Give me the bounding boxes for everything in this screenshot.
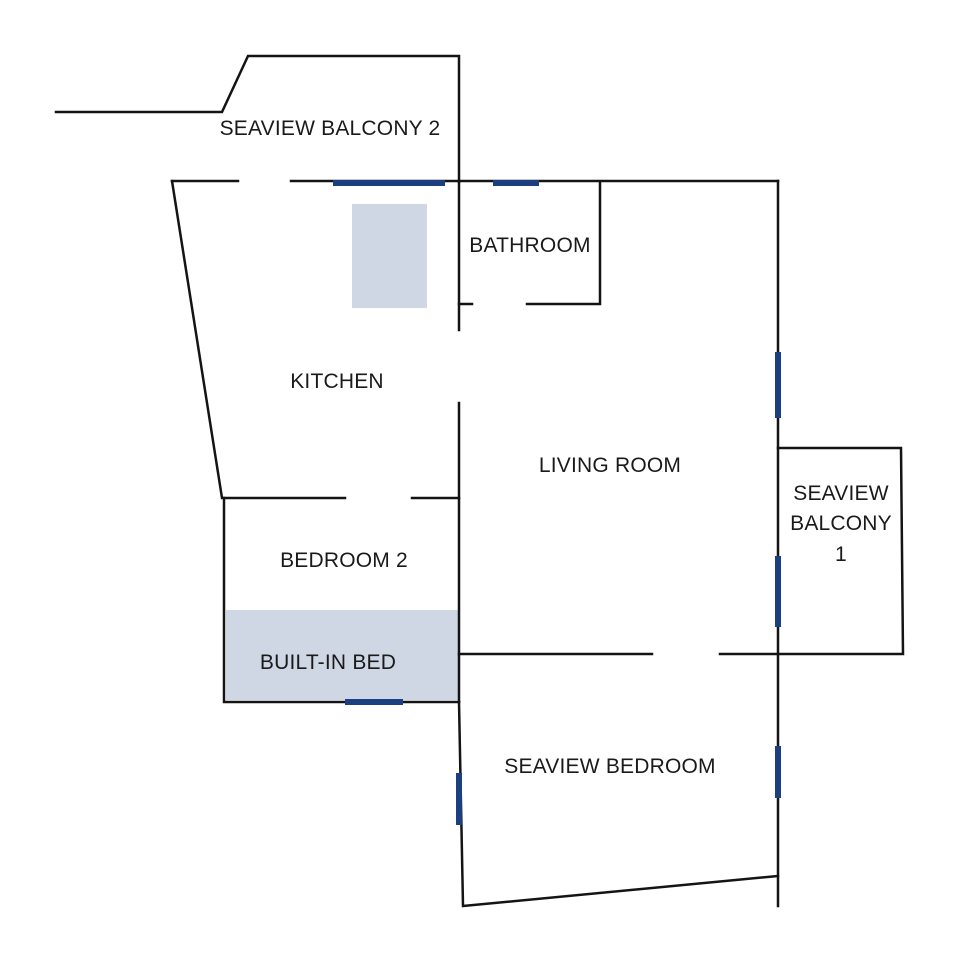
- room-label-bedroom-2: BEDROOM 2: [280, 549, 408, 572]
- wall-segment: [525, 180, 602, 306]
- wall-segment: [776, 446, 905, 656]
- room-label-living-room: LIVING ROOM: [539, 454, 681, 477]
- fixtures-layer: [226, 204, 458, 700]
- wall-segment: [457, 700, 780, 908]
- wall-segment: [54, 54, 461, 184]
- wall-segment: [170, 179, 224, 500]
- room-label-seaview-bedroom: SEAVIEW BEDROOM: [504, 755, 715, 778]
- room-label-seaview-balcony-2: SEAVIEW BALCONY 2: [220, 117, 441, 140]
- room-label-seaview-balcony-1-line2: BALCONY: [790, 512, 892, 535]
- room-labels-layer: SEAVIEW BALCONY 2 BATHROOM KITCHEN LIVIN…: [220, 117, 892, 778]
- kitchen-counter-fill: [352, 204, 427, 308]
- room-label-bathroom: BATHROOM: [469, 234, 590, 257]
- windows-layer: [333, 180, 781, 825]
- room-label-seaview-balcony-1-line3: 1: [835, 543, 847, 566]
- room-label-seaview-balcony-1-line1: SEAVIEW: [793, 482, 889, 505]
- built-in-bed-area-fill: [226, 610, 458, 700]
- room-label-built-in-bed: BUILT-IN BED: [260, 651, 396, 674]
- room-label-kitchen: KITCHEN: [290, 370, 384, 393]
